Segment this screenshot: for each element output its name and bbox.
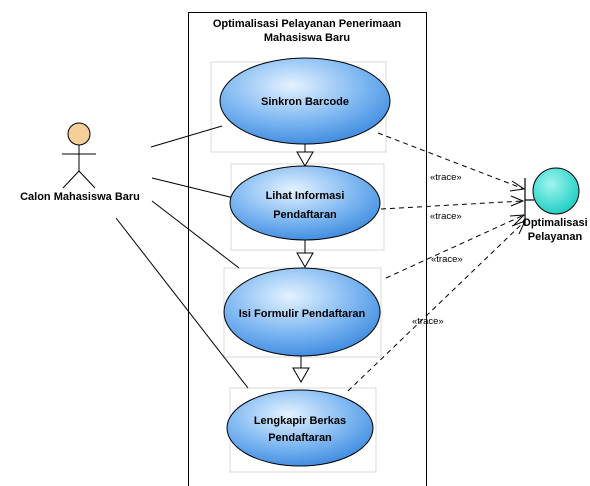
- usecase-label-line1: Lengkapir Berkas: [254, 415, 346, 427]
- actor-name: Calon Mahasiswa Baru: [20, 191, 140, 203]
- trace-dependency-1: [377, 132, 526, 192]
- control-name-line2: Pelayanan: [528, 231, 583, 243]
- trace-dependency-3: [385, 214, 526, 279]
- trace-label-1: «trace»: [430, 172, 462, 183]
- usecase-isi-formulir-pendaftaran[interactable]: Isi Formulir Pendaftaran: [223, 267, 381, 357]
- usecase-label: Isi Formulir Pendaftaran: [239, 308, 366, 320]
- boundary-title-line2: Mahasiswa Baru: [264, 32, 350, 44]
- usecase-lengkapir-berkas-pendaftaran[interactable]: Lengkapir Berkas Pendaftaran: [226, 389, 374, 467]
- control-name-line1: Optimalisasi: [522, 217, 587, 229]
- usecase-label-line1: Lihat Informasi: [266, 190, 345, 202]
- control-optimalisasi-pelayanan[interactable]: Optimalisasi Pelayanan: [522, 167, 588, 243]
- association-line-1: [150, 125, 223, 148]
- association-line-3: [151, 200, 240, 269]
- association-line-2: [151, 177, 235, 199]
- trace-dependency-2: [380, 195, 525, 210]
- flow-arrowhead-1: [296, 151, 314, 168]
- actor-calon-mahasiswa-baru[interactable]: Calon Mahasiswa Baru: [20, 122, 140, 203]
- usecase-lihat-informasi-pendaftaran[interactable]: Lihat Informasi Pendaftaran: [229, 165, 381, 241]
- usecase-sinkron-barcode[interactable]: Sinkron Barcode: [219, 57, 391, 145]
- trace-label-4: «trace»: [412, 316, 444, 327]
- usecase-label: Sinkron Barcode: [261, 96, 349, 108]
- usecase-label-line2: Pendaftaran: [273, 209, 337, 221]
- boundary-title-line1: Optimalisasi Pelayanan Penerimaan: [213, 18, 402, 30]
- trace-label-2: «trace»: [430, 211, 462, 222]
- actor-leg-left: [62, 170, 80, 189]
- control-circle: [532, 167, 580, 215]
- flow-arrowhead-3: [292, 367, 310, 384]
- actor-leg-right: [78, 170, 96, 189]
- trace-label-3: «trace»: [431, 254, 463, 265]
- actor-head: [67, 122, 91, 146]
- association-line-4: [115, 217, 249, 389]
- usecase-label-line2: Pendaftaran: [268, 432, 332, 444]
- flow-arrowhead-2: [296, 252, 314, 269]
